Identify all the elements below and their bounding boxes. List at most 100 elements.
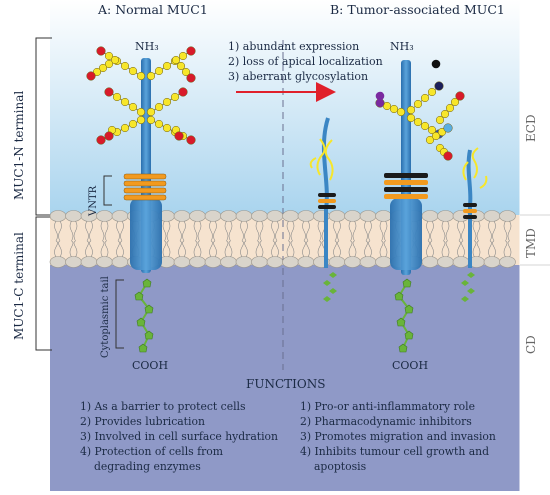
lipid-tail (85, 240, 93, 258)
lipid-tail (240, 240, 248, 258)
lipid-tail (302, 240, 310, 258)
lipid-head (328, 256, 346, 268)
function-left-1: 1) As a barrier to protect cells (80, 400, 246, 413)
vntr-band (123, 194, 167, 201)
cytoplasmic-bead (404, 304, 414, 314)
lipid-tail (69, 220, 78, 242)
lipid-tail (116, 220, 124, 242)
glycan-sugar (98, 63, 108, 73)
lipid-tail (426, 220, 434, 242)
cytoplasmic-tail-label: Cytoplasmic tail (100, 276, 111, 358)
glycan-sugar (396, 107, 406, 117)
lipid-tail (503, 220, 512, 242)
glycan-sugar (92, 67, 102, 77)
cytoplasmic-bead (461, 280, 469, 286)
lipid-tail (193, 240, 202, 258)
lipid-tail (426, 240, 434, 258)
glycan-sugar (413, 117, 423, 127)
function-right-2: 2) Pharmacodynamic inhibitors (300, 415, 472, 428)
cytoplasmic-bead (136, 317, 146, 327)
lipid-head (359, 210, 377, 222)
cytoplasmic-bead (404, 330, 414, 340)
vntr-band-tumor (384, 194, 428, 199)
lipid-tail (348, 220, 357, 242)
sialic-acid (186, 46, 196, 56)
lipid-tail (348, 240, 357, 258)
lipid-head (220, 256, 237, 268)
lipid-tail (488, 240, 496, 258)
lipid-head (359, 256, 377, 268)
lipid-tail (209, 240, 217, 258)
cytoplasmic-bead (396, 317, 406, 327)
vntr-band-small (463, 209, 477, 213)
cytoplasmic-tail-bracket (115, 279, 124, 349)
lipid-head (189, 210, 206, 222)
lipid-tail (54, 220, 62, 242)
glycan-sugar (136, 71, 146, 81)
vntr-band-small (318, 199, 336, 203)
c-terminal-label: MUC1-C terminal (12, 232, 26, 340)
glycan-sugar (120, 61, 130, 71)
lipid-tail (271, 240, 279, 258)
glycan-sugar (406, 113, 416, 123)
sialic-acid (431, 59, 441, 69)
lipid-tail (364, 220, 372, 242)
lipid-tail (255, 220, 264, 242)
cytoplasmic-bead (398, 343, 408, 353)
cd-label: CD (524, 335, 538, 354)
lipid-tail (457, 220, 465, 242)
lipid-head (421, 210, 439, 222)
change-item-3: 3) aberrant glycosylation (228, 70, 369, 83)
sialic-acid (86, 71, 96, 81)
lipid-tail (100, 240, 109, 258)
lipid-head (235, 256, 253, 268)
glycan-sugar (420, 121, 430, 131)
panel-a-title: A: Normal MUC1 (98, 2, 208, 17)
glycan-sugar (154, 102, 164, 112)
cytoplasmic-bead (467, 288, 475, 294)
lipid-head (282, 210, 299, 222)
function-right-4-cont: apoptosis (314, 460, 367, 473)
lipid-tail (271, 220, 279, 242)
function-right-1: 1) Pro-or anti-inflammatory role (300, 400, 476, 413)
lipid-tail (85, 220, 93, 242)
sialic-acid (443, 151, 453, 161)
lipid-head (344, 256, 361, 268)
lipid-tail (286, 240, 295, 258)
change-item-2: 2) loss of apical localization (228, 55, 383, 68)
functions-left-list: 1) As a barrier to protect cells 2) Prov… (80, 399, 278, 474)
cytoplasmic-bead (394, 291, 404, 301)
panel-b-title: B: Tumor-associated MUC1 (330, 2, 505, 17)
glycan-sugar (437, 127, 447, 137)
vntr-band-small (318, 205, 336, 209)
lipid-head (297, 256, 315, 268)
lipid-head (452, 256, 470, 268)
sialic-acid (455, 91, 465, 101)
glycan-sugar (170, 92, 180, 102)
vntr-band-tumor (384, 187, 428, 192)
lipid-head (499, 256, 516, 268)
vntr-band-tumor (384, 173, 428, 178)
glycan-sugar (112, 92, 122, 102)
cytoplasmic-bead (134, 291, 144, 301)
sialic-acid (104, 87, 114, 97)
tmd-region (50, 215, 520, 265)
glycan-sugar (181, 67, 191, 77)
n-terminal-bracket (35, 37, 52, 216)
lipid-head (421, 256, 439, 268)
muc1-c-subunit-tumor (390, 198, 422, 270)
lipid-tail (224, 220, 233, 242)
lipid-tail (240, 220, 248, 242)
glycan-sugar (162, 123, 172, 133)
glycan-sugar (128, 119, 138, 129)
lipid-tail (255, 240, 264, 258)
lipid-tail (441, 220, 450, 242)
lipid-head (173, 256, 191, 268)
sialic-acid (174, 131, 184, 141)
function-left-2: 2) Provides lubrication (80, 415, 205, 428)
change-item-1: 1) abundant expression (228, 40, 360, 53)
lipid-head (220, 210, 237, 222)
lipid-head (204, 210, 222, 222)
glycan-wisp (316, 138, 326, 176)
